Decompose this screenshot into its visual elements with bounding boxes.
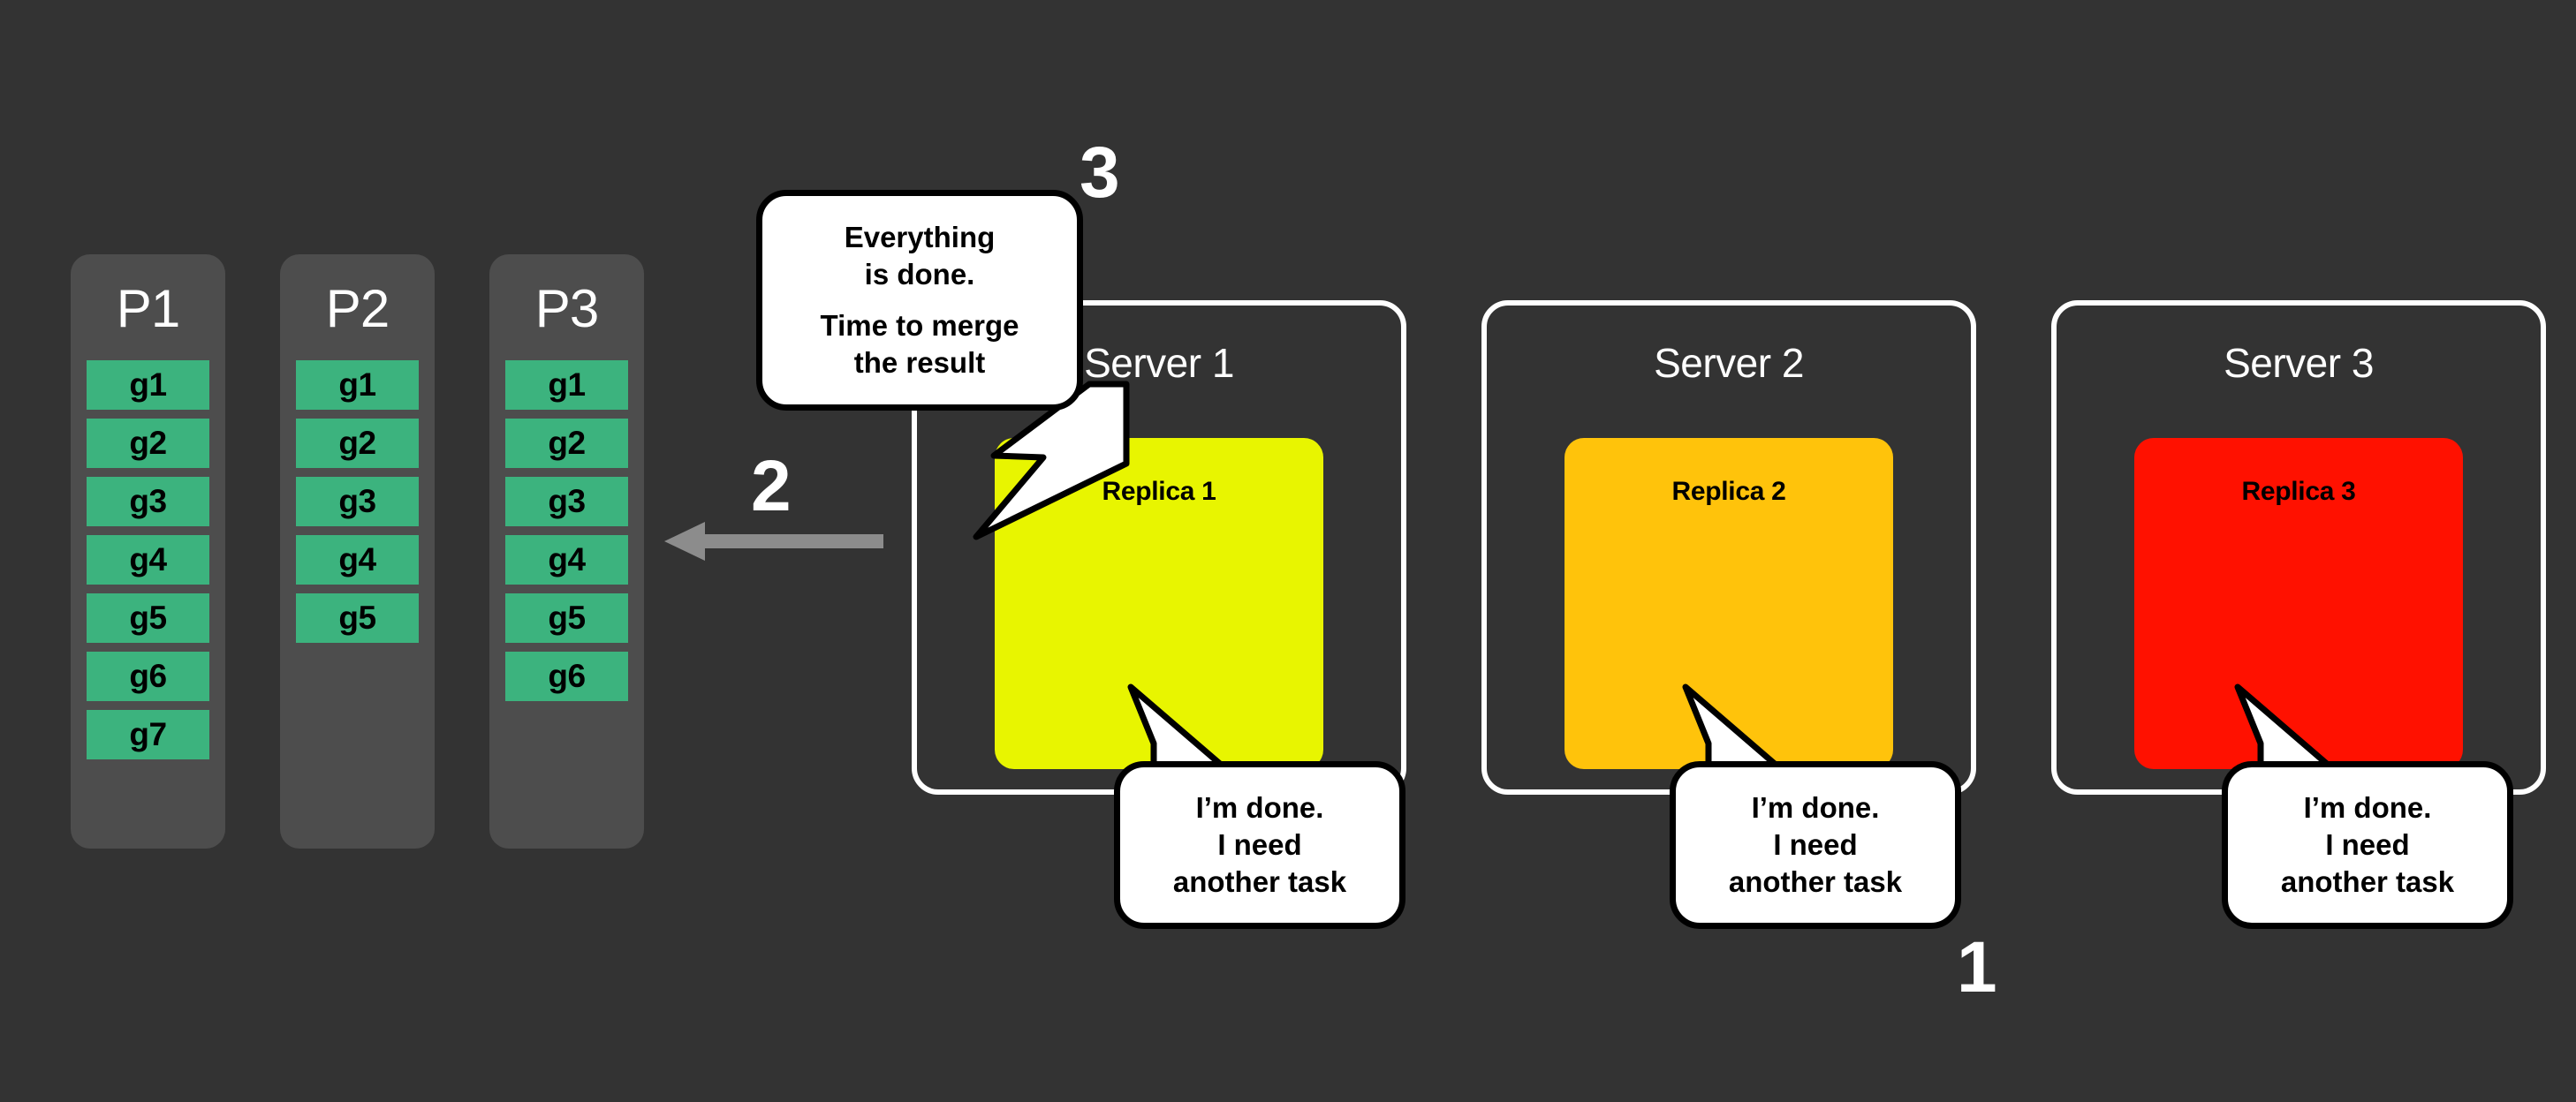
step-number-1: 1 [1957, 927, 1997, 1008]
group-list: g1 g2 g3 g4 g5 g6 [505, 360, 628, 701]
step-number-3: 3 [1080, 132, 1120, 213]
arrow-left-icon [664, 522, 883, 561]
server-title: Server 3 [2224, 340, 2374, 386]
group-item: g5 [296, 593, 419, 643]
group-item: g1 [505, 360, 628, 410]
server-box-2: Server 2 Replica 2 [1481, 300, 1976, 795]
server-title: Server 1 [1084, 340, 1234, 386]
replica-box-1: Replica 1 [995, 438, 1323, 769]
group-item: g6 [505, 652, 628, 701]
replica-box-3: Replica 3 [2134, 438, 2463, 769]
bubble-line: the result [853, 346, 986, 380]
group-item: g2 [505, 419, 628, 468]
bubble-line: another task [1172, 865, 1347, 899]
server-title: Server 2 [1654, 340, 1804, 386]
group-item: g7 [87, 710, 209, 759]
bubble-line: Everything [844, 220, 996, 253]
bubble-line: I’m done. [1195, 790, 1324, 824]
group-item: g4 [505, 535, 628, 585]
group-item: g1 [296, 360, 419, 410]
group-item: g3 [296, 477, 419, 526]
bubble-line: another task [1728, 865, 1903, 899]
bubble-line: Time to merge [820, 309, 1019, 342]
speech-bubble-merge: Everything is done. Time to merge the re… [756, 190, 1083, 411]
group-item: g3 [87, 477, 209, 526]
bubble-line: is done. [864, 257, 975, 291]
bubble-line: I’m done. [2303, 790, 2432, 824]
partition-p1: P1 g1 g2 g3 g4 g5 g6 g7 [71, 254, 225, 849]
bubble-line: I’m done. [1751, 790, 1880, 824]
group-item: g4 [296, 535, 419, 585]
group-item: g1 [87, 360, 209, 410]
server-box-3: Server 3 Replica 3 [2051, 300, 2546, 795]
group-list: g1 g2 g3 g4 g5 g6 g7 [87, 360, 209, 759]
bubble-line: I need [1773, 827, 1858, 861]
group-list: g1 g2 g3 g4 g5 [296, 360, 419, 643]
group-item: g2 [87, 419, 209, 468]
bubble-line: I need [1217, 827, 1302, 861]
bubble-line: another task [2280, 865, 2455, 899]
group-item: g2 [296, 419, 419, 468]
group-item: g5 [87, 593, 209, 643]
speech-bubble-done-3: I’m done. I need another task [2222, 761, 2513, 929]
step-number-2: 2 [751, 446, 792, 526]
partition-title: P2 [325, 279, 390, 338]
partition-title: P3 [534, 279, 599, 338]
speech-bubble-done-1: I’m done. I need another task [1114, 761, 1405, 929]
group-item: g6 [87, 652, 209, 701]
servers-group: Server 1 Replica 1 Server 2 Replica 2 Se… [912, 300, 2546, 795]
partition-p3: P3 g1 g2 g3 g4 g5 g6 [489, 254, 644, 849]
partitions-group: P1 g1 g2 g3 g4 g5 g6 g7 P2 g1 g2 g3 g4 g… [71, 254, 644, 849]
group-item: g3 [505, 477, 628, 526]
partition-p2: P2 g1 g2 g3 g4 g5 [280, 254, 435, 849]
group-item: g4 [87, 535, 209, 585]
replica-box-2: Replica 2 [1565, 438, 1893, 769]
bubble-line: I need [2325, 827, 2410, 861]
group-item: g5 [505, 593, 628, 643]
merge-arrow [663, 521, 883, 562]
partition-title: P1 [116, 279, 180, 338]
speech-bubble-done-2: I’m done. I need another task [1670, 761, 1961, 929]
